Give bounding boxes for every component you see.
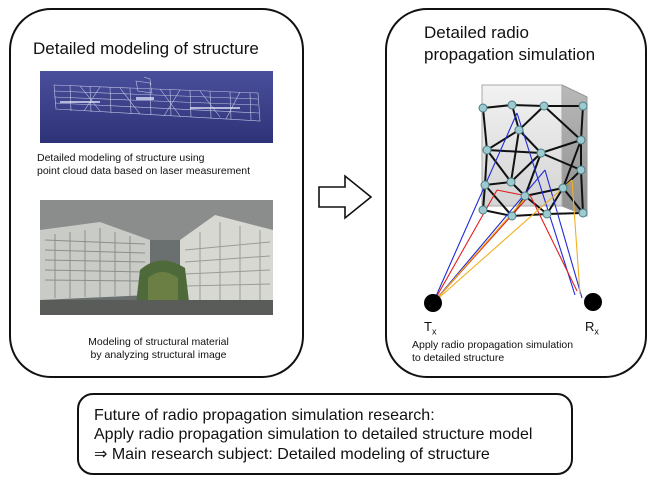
point-cloud-caption: Detailed modeling of structure using poi… xyxy=(37,152,251,177)
propagation-simulation-title: Detailed radio propagation simulation xyxy=(424,23,596,64)
structure-photo xyxy=(40,200,273,315)
receiver-icon xyxy=(584,293,602,311)
transmitter-icon xyxy=(424,294,442,312)
propagation-rays xyxy=(432,112,583,304)
conclusion-line-3: ⇒ Main research subject: Detailed modeli… xyxy=(94,446,490,463)
cube-front-face xyxy=(481,84,563,207)
conclusion-line-1: Future of radio propagation simulation r… xyxy=(94,407,435,424)
mesh-cube-diagram xyxy=(424,84,602,312)
point-cloud-image xyxy=(40,71,273,143)
conclusion-line-2: Apply radio propagation simulation to de… xyxy=(94,426,533,443)
simulation-caption: Apply radio propagation simulation to de… xyxy=(412,339,574,364)
flow-arrow-icon xyxy=(317,174,373,220)
structure-modeling-panel: Detailed modeling of structure xyxy=(9,8,304,378)
tx-label: Tx xyxy=(424,319,437,337)
structure-modeling-title: Detailed modeling of structure xyxy=(33,39,259,58)
propagation-simulation-panel: Detailed radio propagation simulation xyxy=(385,8,647,378)
rx-label: Rx xyxy=(585,319,599,337)
material-caption: Modeling of structural material by analy… xyxy=(88,336,229,361)
mesh-nodes xyxy=(478,100,588,221)
conclusion-box: Future of radio propagation simulation r… xyxy=(77,393,573,475)
